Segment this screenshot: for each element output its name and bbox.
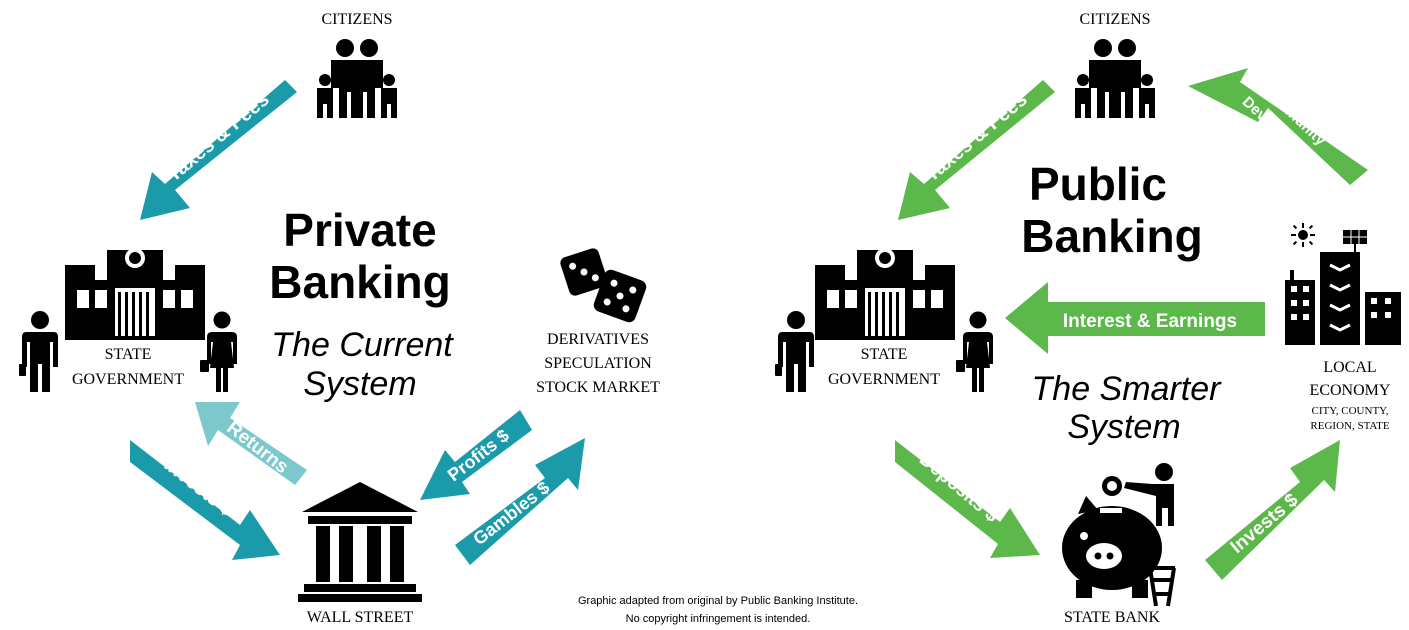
dice-icon xyxy=(558,246,649,325)
local-label-line1: LOCAL xyxy=(1323,359,1376,376)
bank-building-icon xyxy=(298,482,422,602)
public-title-line2: Banking xyxy=(1021,210,1202,262)
private-subtitle-line1: The Current xyxy=(271,326,454,364)
wall-street-label: WALL STREET xyxy=(307,609,414,626)
arrow-returns-label: Returns xyxy=(223,417,293,478)
credit-line2: No copyright infringement is intended. xyxy=(626,613,811,625)
citizens-label-private: CITIZENS xyxy=(321,11,392,28)
arrow-interest-earnings-label: Interest & Earnings xyxy=(1063,311,1237,332)
public-subtitle-line1: The Smarter xyxy=(1032,370,1223,408)
arrow-gambles-label: Gambles $ xyxy=(469,477,553,549)
credit-line1: Graphic adapted from original by Public … xyxy=(578,595,858,607)
local-label-line3: CITY, COUNTY, xyxy=(1312,405,1389,417)
arrow-interest-earnings xyxy=(1005,282,1265,354)
private-title-line2: Banking xyxy=(269,256,450,308)
arrow-profits-label: Profits $ xyxy=(444,425,513,485)
public-subtitle-line2: System xyxy=(1067,408,1180,446)
arrow-invests-private xyxy=(130,440,280,560)
arrow-invests-public-label: Invests $ xyxy=(1227,489,1303,558)
solar-panel-icon xyxy=(1343,230,1367,252)
arrow-taxes-fees-public-label: Taxes & Fees xyxy=(921,88,1032,186)
arrow-profits xyxy=(420,410,532,500)
public-title-line1: Public xyxy=(1029,158,1167,210)
arrow-invests-public xyxy=(1205,440,1340,580)
government-building-icon xyxy=(65,248,205,340)
deriv-label-line3: STOCK MARKET xyxy=(536,379,660,396)
gov-label-line2-private: GOVERNMENT xyxy=(72,371,184,388)
family-icon xyxy=(317,39,397,118)
arrow-gambles xyxy=(455,438,585,565)
state-bank-label: STATE BANK xyxy=(1064,609,1161,626)
arrow-returns xyxy=(195,402,307,485)
arrow-taxes-fees-private xyxy=(140,80,297,220)
businessman-icon xyxy=(775,311,814,392)
arrow-deposits xyxy=(895,440,1040,558)
private-subtitle-line2: System xyxy=(303,365,416,403)
sun-icon xyxy=(1291,223,1315,247)
local-label-line2: ECONOMY xyxy=(1310,382,1391,399)
arrow-taxes-fees-public xyxy=(898,80,1055,220)
deriv-label-line1: DERIVATIVES xyxy=(547,331,649,348)
family-icon xyxy=(1075,39,1155,118)
businesswoman-icon xyxy=(956,311,993,392)
government-building-icon xyxy=(815,248,955,340)
local-label-line4: REGION, STATE xyxy=(1310,420,1389,432)
piggy-bank-icon xyxy=(1062,463,1176,607)
gov-label-line1-private: STATE xyxy=(105,346,152,363)
city-buildings-icon xyxy=(1285,252,1401,345)
gov-label-line2-public: GOVERNMENT xyxy=(828,371,940,388)
deriv-label-line2: SPECULATION xyxy=(544,355,652,372)
businessman-icon xyxy=(19,311,58,392)
private-title-line1: Private xyxy=(283,204,436,256)
arrow-community-development xyxy=(1188,68,1368,185)
arrow-taxes-fees-private-label: Taxes & Fees xyxy=(163,88,274,186)
businesswoman-icon xyxy=(200,311,237,392)
gov-label-line1-public: STATE xyxy=(861,346,908,363)
citizens-label-public: CITIZENS xyxy=(1079,11,1150,28)
